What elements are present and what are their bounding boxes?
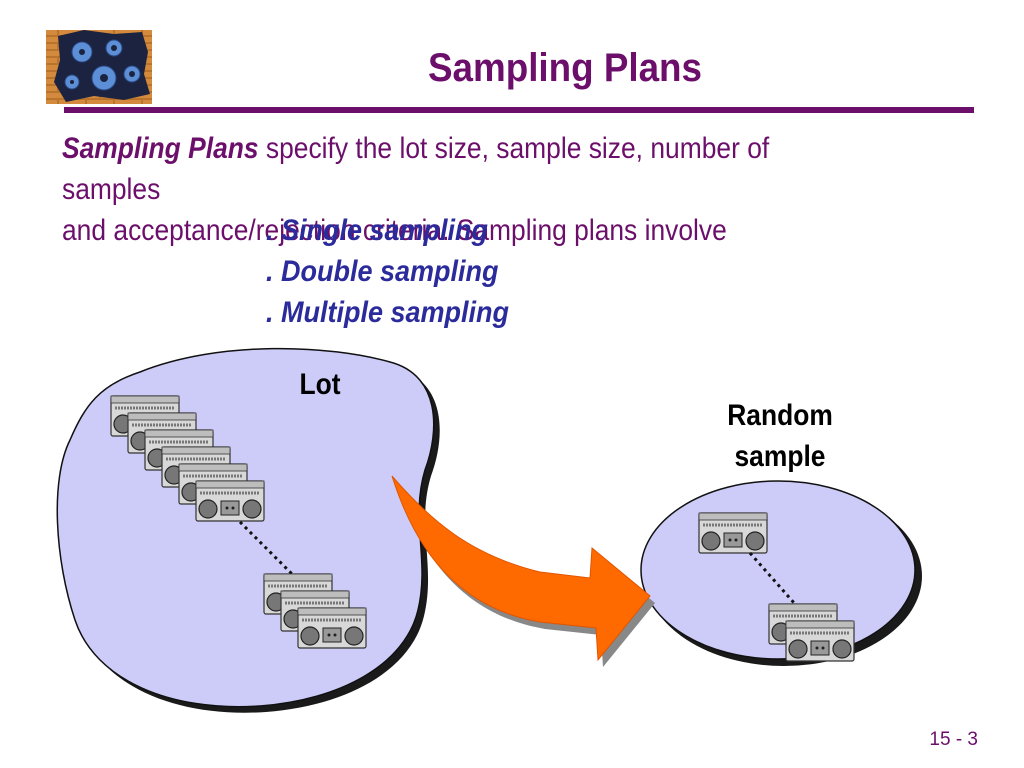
title-divider (64, 107, 974, 113)
intro-bold-term: Sampling Plans (62, 132, 259, 165)
bullet-single-sampling: . Single sampling (266, 214, 489, 247)
lot-ellipsis-line (238, 520, 294, 576)
bullet-double-sampling: . Double sampling (266, 255, 499, 288)
intro-line-1: specify the lot size, sample size, numbe… (62, 132, 770, 206)
random-sample-label: Random sample (714, 395, 846, 477)
intro-paragraph: Sampling Plans specify the lot size, sam… (62, 128, 854, 251)
slide-title: Sampling Plans (427, 46, 703, 90)
sampling-arrow (391, 475, 651, 662)
gears-logo-icon (46, 30, 152, 104)
sample-radio-top (697, 511, 769, 555)
bullet-multiple-sampling: . Multiple sampling (266, 296, 510, 329)
random-sample-label-line1: Random (727, 399, 833, 432)
random-sample-label-line2: sample (734, 440, 826, 473)
lot-label: Lot (299, 368, 341, 401)
sampling-types-list: . Single sampling . Double sampling . Mu… (266, 210, 509, 333)
sample-ellipsis-line (748, 552, 797, 605)
page-number: 15 - 3 (929, 729, 978, 750)
intro-line-2: and acceptance/rejection criteria. Sampl… (62, 214, 727, 247)
